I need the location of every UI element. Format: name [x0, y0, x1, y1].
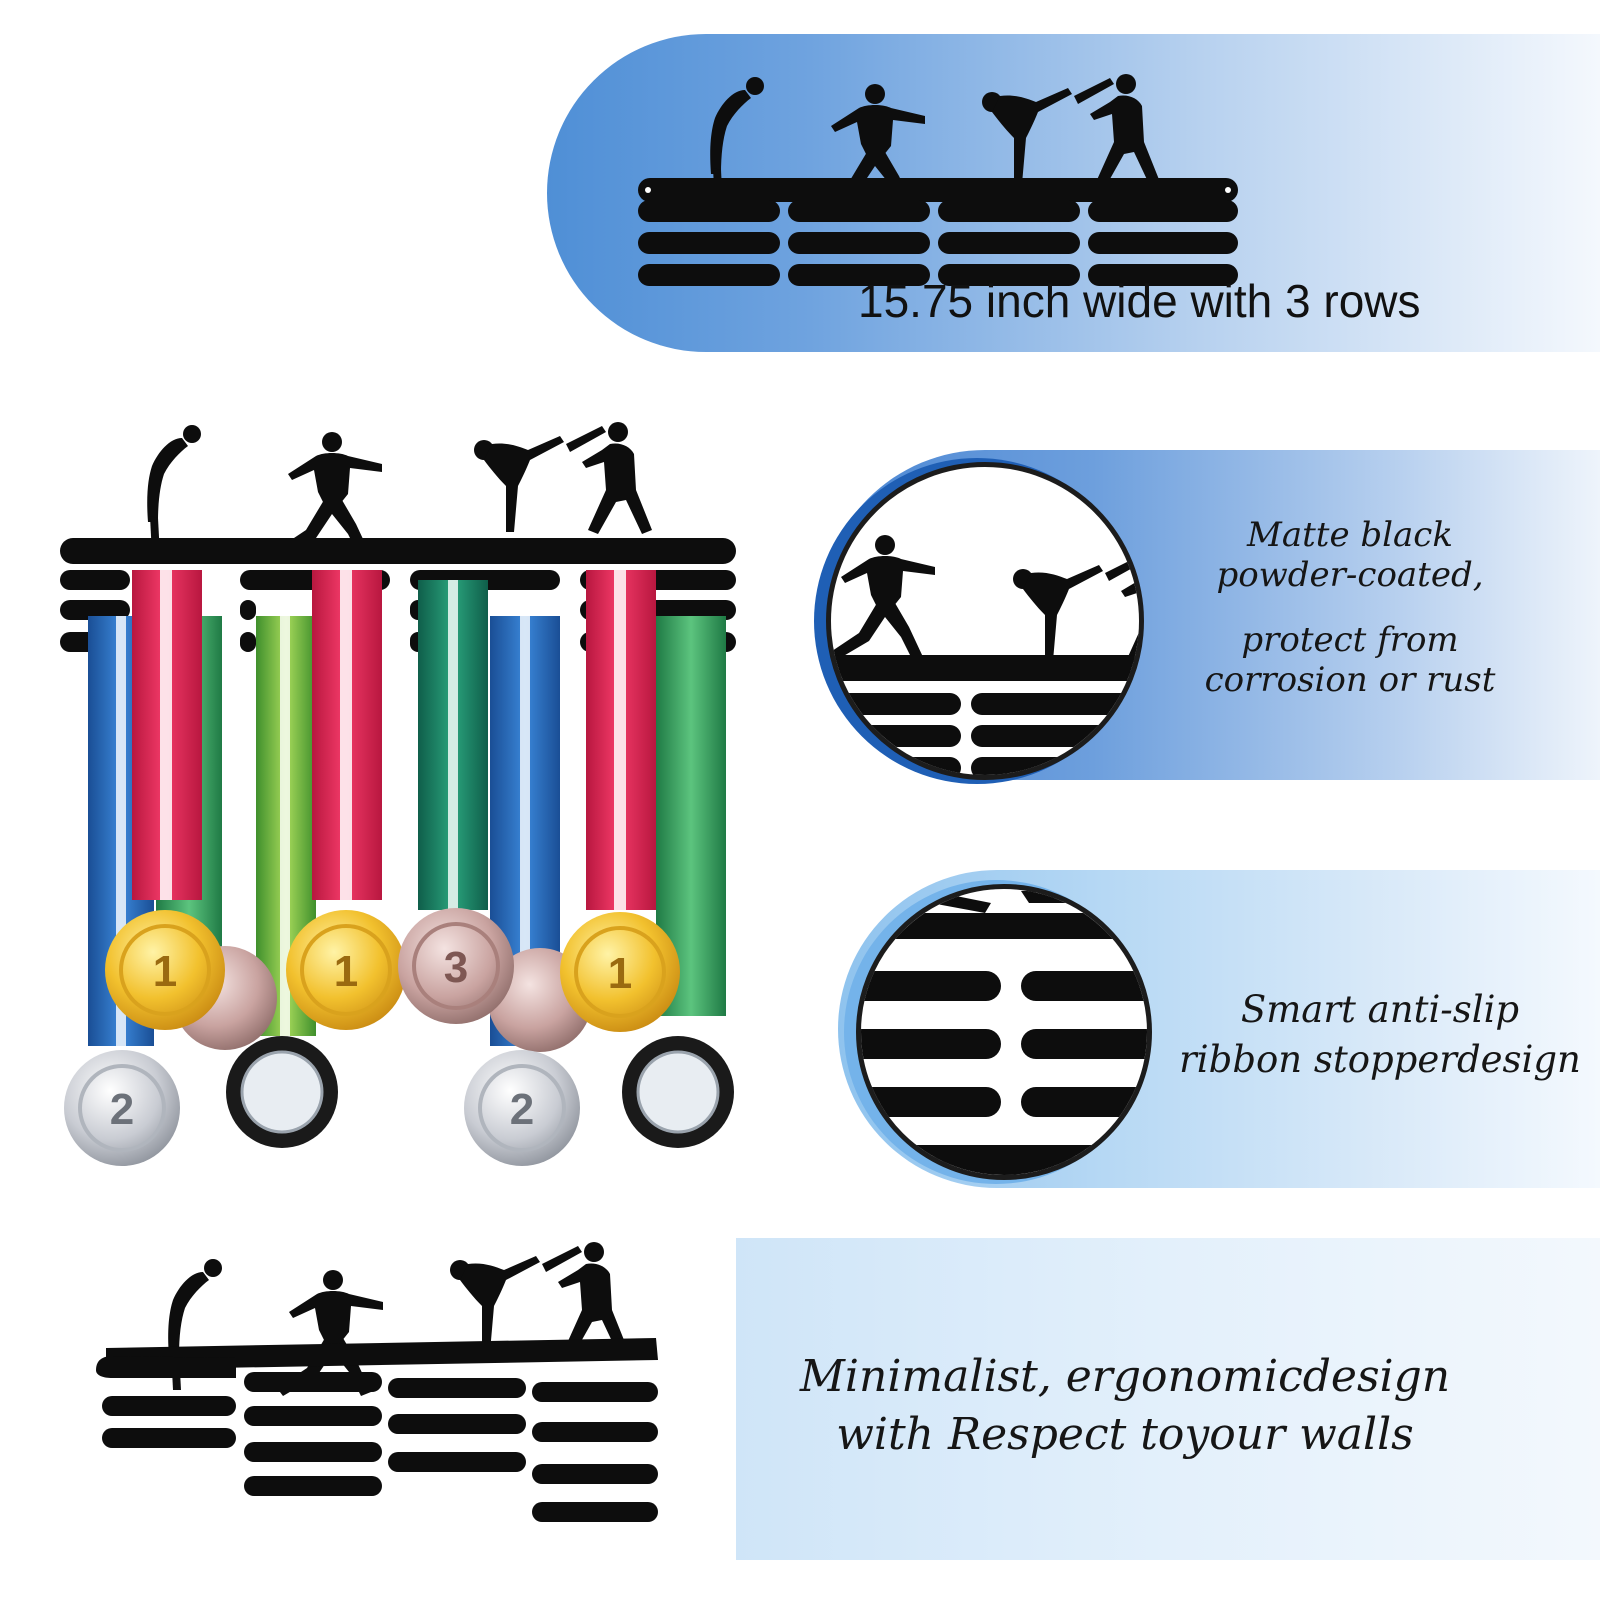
stopper-text: Smart anti-slip ribbon stopperdesign: [1150, 985, 1600, 1085]
coating-line-1: Matte black: [1247, 515, 1453, 555]
medal-label-1: 1: [153, 947, 177, 996]
rack-with-medals: 1 1 3 1 2 2: [60, 422, 736, 1166]
rack-illustration-bottom: [96, 1242, 658, 1522]
design-line-1: Minimalist, ergonomicdesign: [799, 1351, 1451, 1402]
coating-zoom-circle: [826, 462, 1144, 780]
medal-silver-left: [64, 1050, 180, 1166]
coating-line-4: corrosion or rust: [1204, 660, 1496, 700]
stopper-zoom-illustration: [861, 889, 1147, 1175]
coating-zoom-illustration: [831, 535, 1139, 775]
medal-label-3: 3: [444, 943, 468, 992]
design-line-2: with Respect toyour walls: [836, 1409, 1414, 1460]
stopper-zoom-circle: [856, 884, 1152, 1180]
stopper-line-2: ribbon stopperdesign: [1179, 1038, 1581, 1081]
coating-line-3: protect from: [1241, 620, 1459, 660]
medal-silver-right: [464, 1050, 580, 1166]
medal-label-2: 1: [334, 947, 358, 996]
coating-text-b: protect from corrosion or rust: [1160, 620, 1540, 700]
rack-illustration-top: [638, 74, 1238, 286]
coating-line-2: powder-coated,: [1216, 555, 1484, 595]
medal-label-5: 2: [110, 1085, 134, 1134]
medal-gold-2: [286, 910, 406, 1030]
design-text: Minimalist, ergonomicdesign with Respect…: [745, 1348, 1505, 1464]
stopper-line-1: Smart anti-slip: [1240, 988, 1520, 1031]
size-caption: 15.75 inch wide with 3 rows: [858, 275, 1421, 327]
medal-label-4: 1: [608, 949, 632, 998]
medal-label-6: 2: [510, 1085, 534, 1134]
medal-gold-1: [105, 910, 225, 1030]
coating-text-a: Matte black powder-coated,: [1160, 515, 1540, 595]
medal-gold-3: [560, 912, 680, 1032]
medal-bronze: [398, 908, 514, 1024]
design-panel: [736, 1238, 1600, 1560]
